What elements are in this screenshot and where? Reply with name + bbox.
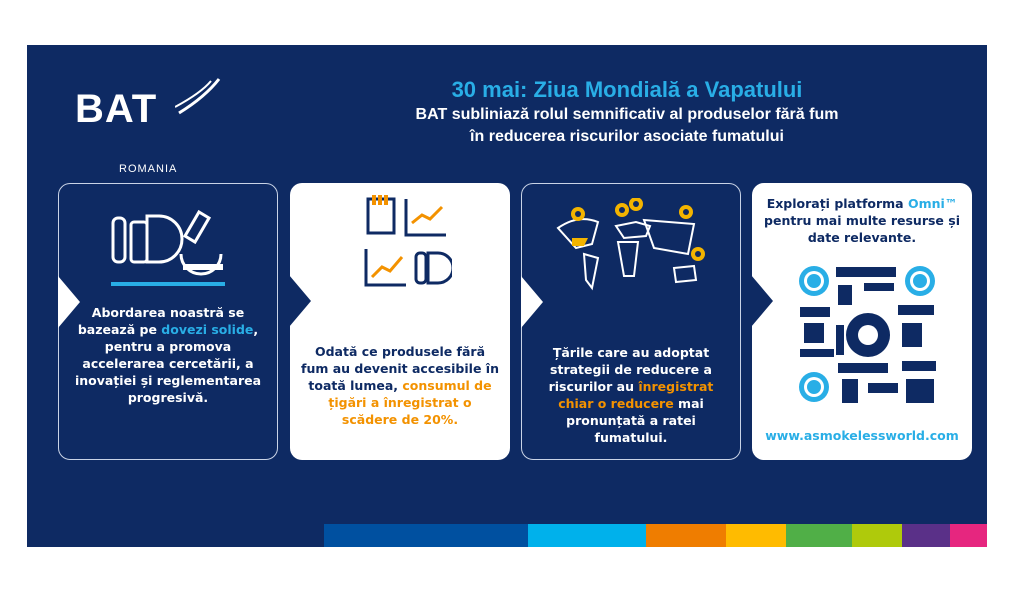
arrow-icon: [521, 276, 543, 328]
stripe-segment: [324, 524, 528, 547]
bat-romania-logo: BAT ROMANIA: [75, 77, 225, 175]
card-cigarette-decline: Odată ce produsele fără fum au devenit a…: [289, 183, 510, 460]
arrow-icon: [289, 275, 311, 327]
card-harm-reduction-countries: Țările care au adoptat strategii de redu…: [521, 183, 741, 460]
card-text: Abordarea noastră se bazează pe dovezi s…: [74, 305, 262, 405]
page-subtitle: BAT subliniază rolul semnificativ al pro…: [327, 104, 927, 148]
arrow-icon: [58, 276, 80, 328]
stripe-segment: [646, 524, 726, 547]
card-text: Țările care au adoptat strategii de redu…: [548, 345, 714, 445]
stripe-segment: [902, 524, 950, 547]
stripe-segment: [786, 524, 852, 547]
stripe-segment: [852, 524, 902, 547]
arrow-icon: [751, 275, 773, 327]
card-text: Odată ce produsele fără fum au devenit a…: [301, 344, 499, 427]
logo-swoosh-icon: [175, 78, 221, 115]
card-text: Explorați platforma Omni™ pentru mai mul…: [764, 196, 960, 245]
decline-chart-icon: [364, 195, 452, 287]
infographic-panel: BAT ROMANIA 30 mai: Ziua Mondială a Vapa…: [27, 45, 987, 547]
card-omni-platform: Explorați platforma Omni™ pentru mai mul…: [751, 183, 972, 460]
stripe-segment: [950, 524, 987, 547]
subtitle-line: în reducerea riscurilor asociate fumatul…: [470, 128, 784, 145]
website-link[interactable]: www.asmokelessworld.com: [765, 428, 959, 443]
stripe-segment: [726, 524, 786, 547]
world-map-icon: [556, 198, 705, 291]
logo-country: ROMANIA: [119, 163, 178, 175]
qr-code[interactable]: [798, 265, 938, 405]
page-title: 30 mai: Ziua Mondială a Vapatului: [451, 77, 803, 102]
products-microscope-icon: [111, 209, 225, 286]
stripe-segment: [528, 524, 646, 547]
logo-brand: BAT: [75, 87, 158, 131]
subtitle-line: BAT subliniază rolul semnificativ al pro…: [415, 106, 839, 123]
card-evidence: Abordarea noastră se bazează pe dovezi s…: [58, 183, 278, 460]
